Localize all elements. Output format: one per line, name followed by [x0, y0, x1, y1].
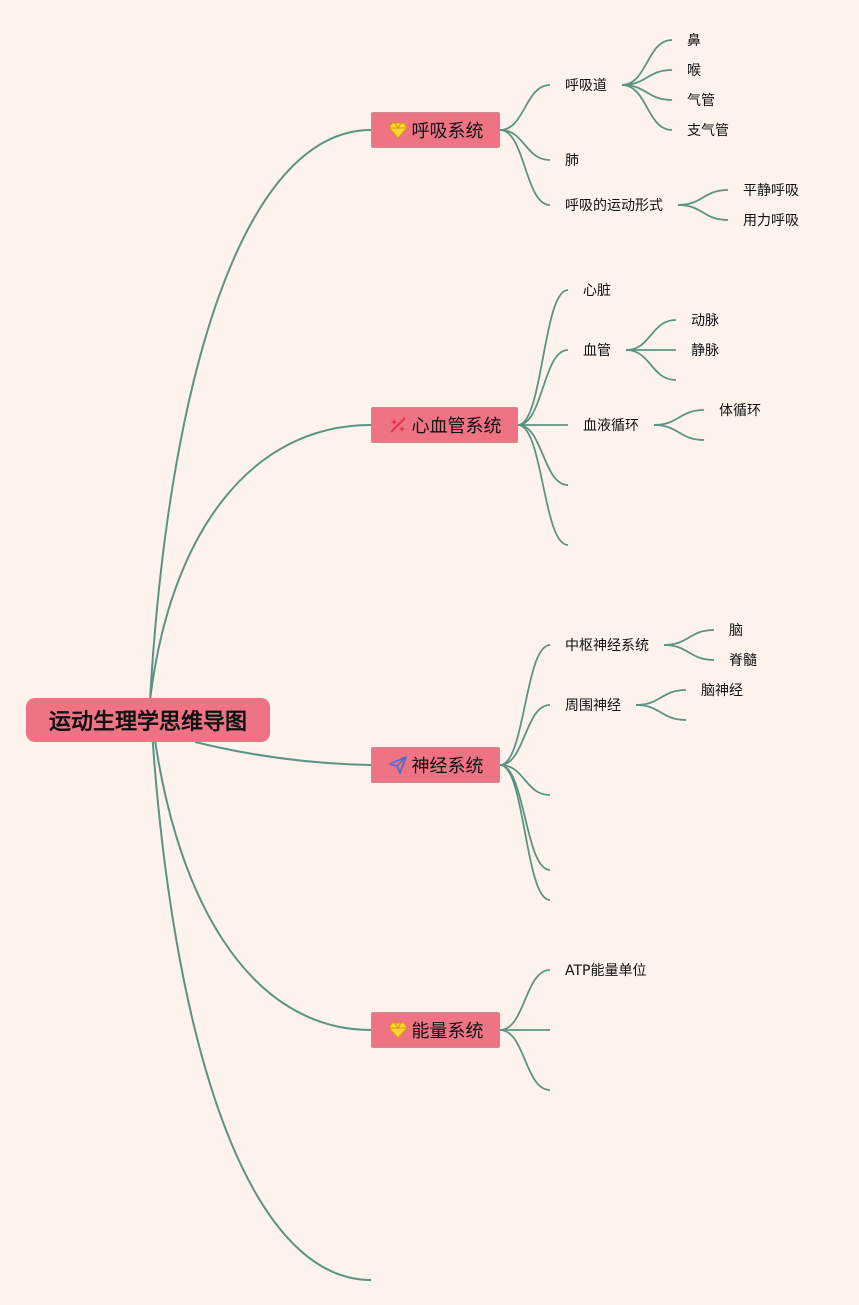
connector-line [663, 629, 715, 646]
topic-forced-breathing[interactable]: 用力呼吸 [743, 213, 799, 229]
connector-line [517, 424, 569, 546]
topic-lung[interactable]: 肺 [565, 153, 579, 169]
topic-airway[interactable]: 呼吸道 [565, 78, 607, 94]
topic-breathing-forms[interactable]: 呼吸的运动形式 [565, 198, 663, 214]
topic-larynx[interactable]: 喉 [687, 63, 701, 79]
topic-circulation[interactable]: 血液循环 [583, 418, 639, 434]
connector-line [663, 644, 715, 661]
connector-line [517, 349, 569, 426]
topic-atp[interactable]: ATP能量单位 [565, 963, 647, 979]
topic-spinal-cord[interactable]: 脊髓 [729, 653, 757, 669]
connector-line [499, 1029, 551, 1091]
connector-line [635, 689, 687, 706]
branch-energy[interactable]: 能量系统 [371, 1012, 500, 1048]
sparkle-icon [388, 415, 408, 435]
root-connector-line [149, 129, 372, 701]
connector-line [517, 424, 569, 486]
topic-cns[interactable]: 中枢神经系统 [565, 638, 649, 654]
topic-systemic-circulation[interactable]: 体循环 [719, 403, 761, 419]
diamond-icon [387, 120, 408, 140]
root-connector-line [194, 741, 372, 766]
connector-line [625, 349, 677, 381]
topic-artery[interactable]: 动脉 [691, 313, 719, 329]
diamond-icon [387, 1020, 408, 1040]
topic-bronchi[interactable]: 支气管 [687, 123, 729, 139]
topic-quiet-breathing[interactable]: 平静呼吸 [743, 183, 799, 199]
connector-line [499, 644, 551, 766]
branch-label: 心血管系统 [411, 416, 502, 437]
connector-line [677, 204, 729, 221]
topic-pns[interactable]: 周围神经 [565, 698, 621, 714]
root-node[interactable]: 运动生理学思维导图 [26, 698, 270, 742]
topic-nose[interactable]: 鼻 [687, 33, 701, 49]
topic-brain[interactable]: 脑 [729, 623, 743, 639]
connector-line [653, 409, 705, 426]
paper-plane-icon [388, 755, 408, 775]
branch-nervous[interactable]: 神经系统 [371, 747, 500, 783]
branch-label: 能量系统 [411, 1021, 484, 1042]
connector-line [499, 969, 551, 1031]
topic-heart[interactable]: 心脏 [583, 283, 611, 299]
connector-line [499, 129, 551, 206]
connector-line [499, 129, 551, 161]
branch-label: 呼吸系统 [411, 121, 484, 142]
topic-trachea[interactable]: 气管 [687, 93, 715, 109]
connector-line [499, 764, 551, 901]
topic-vein[interactable]: 静脉 [691, 343, 719, 359]
connector-line [653, 424, 705, 441]
branch-cardiovascular[interactable]: 心血管系统 [371, 407, 518, 443]
connector-line [635, 704, 687, 721]
topic-vessels[interactable]: 血管 [583, 343, 611, 359]
root-connector-line [149, 424, 372, 701]
connector-line [621, 84, 673, 131]
connector-line [499, 704, 551, 766]
connector-line [499, 84, 551, 131]
topic-cranial-nerves[interactable]: 脑神经 [701, 683, 743, 699]
root-connector-line [149, 699, 372, 1281]
branch-label: 神经系统 [411, 756, 484, 777]
connector-line [517, 289, 569, 426]
connector-line [499, 764, 551, 796]
connector-line [625, 319, 677, 351]
root-connector-line [149, 699, 372, 1031]
branch-respiratory[interactable]: 呼吸系统 [371, 112, 500, 148]
connector-line [677, 189, 729, 206]
